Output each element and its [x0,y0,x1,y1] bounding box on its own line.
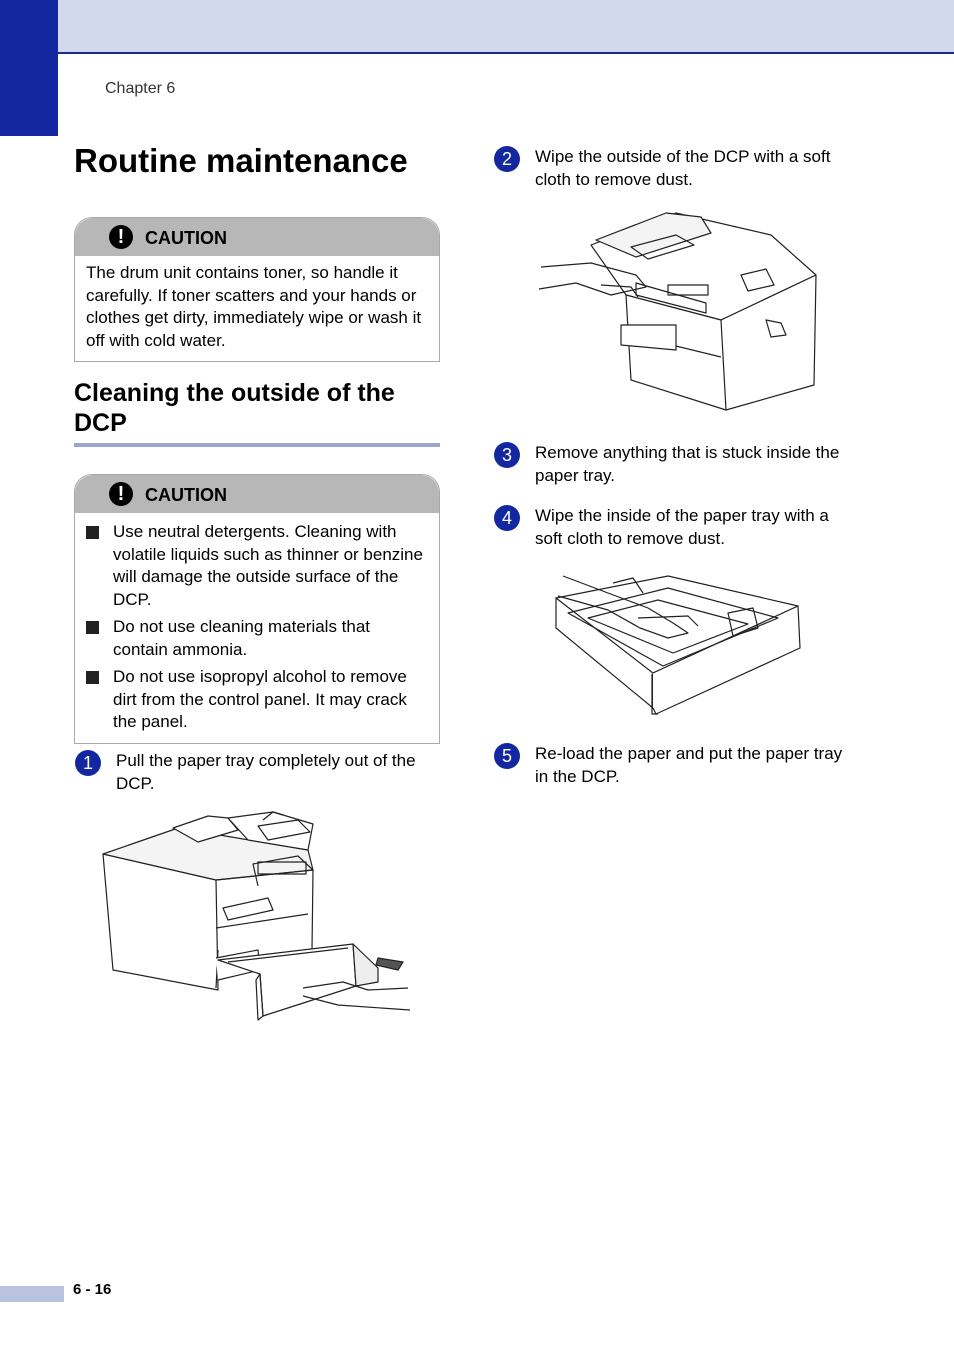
step-number-badge: 1 [75,750,101,776]
square-bullet-icon [86,621,99,634]
caution-title: CAUTION [145,228,227,248]
section-divider [74,443,440,447]
caution-header: ! CAUTION [75,218,439,256]
square-bullet-icon [86,671,99,684]
caution-box-cleaning: ! CAUTION Use neutral detergents. Cleani… [74,474,440,744]
illustration-wipe-tray [555,575,801,715]
caution-title: CAUTION [145,485,227,505]
step-text: Remove anything that is stuck inside the… [535,443,840,485]
page-number: 6 - 16 [73,1281,112,1298]
exclamation-icon: ! [109,482,133,506]
chapter-tab-block [0,0,58,136]
list-item-text: Use neutral detergents. Cleaning with vo… [113,522,423,609]
caution-header: ! CAUTION [75,475,439,513]
caution-list-body: Use neutral detergents. Cleaning with vo… [75,513,439,743]
step-number-badge: 3 [494,442,520,468]
list-item: Do not use cleaning materials that conta… [86,616,429,661]
list-item: Use neutral detergents. Cleaning with vo… [86,521,429,611]
step-text: Pull the paper tray completely out of th… [116,751,416,793]
list-item: Do not use isopropyl alcohol to remove d… [86,666,429,734]
square-bullet-icon [86,526,99,539]
step-number-badge: 2 [494,146,520,172]
footer-bar [0,1286,64,1302]
page-title: Routine maintenance [74,142,408,179]
step-text: Wipe the inside of the paper tray with a… [535,506,829,548]
section-title: Cleaning the outside of the DCP [74,379,395,437]
step-text: Re-load the paper and put the paper tray… [535,744,843,786]
list-item-text: Do not use isopropyl alcohol to remove d… [113,667,407,731]
illustration-wipe-outside [538,212,817,411]
caution-list: Use neutral detergents. Cleaning with vo… [86,521,429,734]
list-item-text: Do not use cleaning materials that conta… [113,617,371,659]
caution-box-drum: ! CAUTION The drum unit contains toner, … [74,217,440,362]
header-band [0,0,954,54]
step-number-badge: 4 [494,505,520,531]
chapter-label: Chapter 6 [105,80,176,97]
caution-text: The drum unit contains toner, so handle … [86,263,422,350]
exclamation-icon: ! [109,225,133,249]
step-number-badge: 5 [494,743,520,769]
illustration-pull-tray [102,811,411,1021]
step-text: Wipe the outside of the DCP with a soft … [535,147,831,189]
